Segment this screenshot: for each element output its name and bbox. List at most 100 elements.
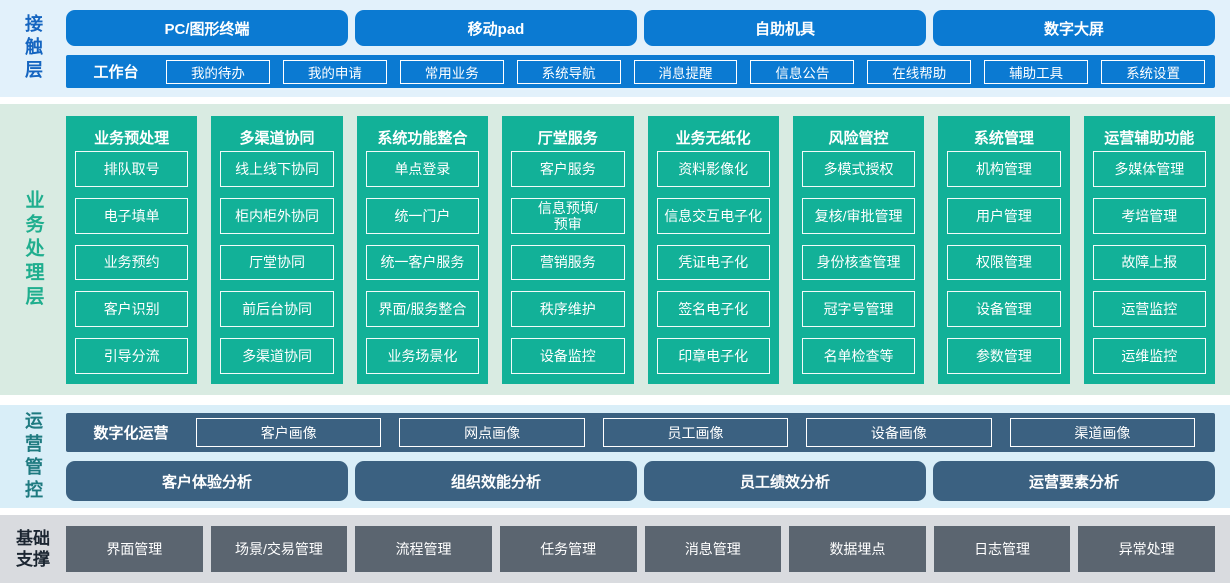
operations-layer-content: 数字化运营 客户画像 网点画像 员工画像 设备画像 渠道画像 客户体验分析 组织… bbox=[66, 405, 1230, 508]
workbench-item: 系统设置 bbox=[1101, 59, 1206, 84]
column-items: 资料影像化 信息交互电子化 凭证电子化 签名电子化 印章电子化 bbox=[656, 151, 770, 374]
column-title: 系统管理 bbox=[973, 129, 1034, 147]
foundation-item: 流程管理 bbox=[355, 526, 492, 572]
column-title: 厅堂服务 bbox=[537, 129, 598, 147]
column-item: 运营监控 bbox=[1092, 291, 1206, 328]
column-item: 凭证电子化 bbox=[656, 244, 770, 281]
column-title: 业务无纸化 bbox=[675, 129, 751, 147]
analysis-box: 客户体验分析 bbox=[66, 461, 348, 501]
column-item: 柜内柜外协同 bbox=[220, 197, 334, 234]
column-item: 名单检查等 bbox=[801, 338, 916, 374]
workbench-item: 在线帮助 bbox=[867, 59, 972, 84]
column-item: 统一客户服务 bbox=[365, 244, 480, 281]
column-item: 排队取号 bbox=[75, 151, 189, 187]
foundation-row: 界面管理 场景/交易管理 流程管理 任务管理 消息管理 数据埋点 日志管理 异常… bbox=[66, 526, 1215, 572]
column-item: 信息预填/ 预审 bbox=[511, 197, 625, 234]
column-item: 线上线下协同 bbox=[220, 151, 334, 187]
digital-operations-label: 数字化运营 bbox=[93, 425, 169, 442]
operations-layer-gutter: 运营管控 bbox=[0, 405, 66, 508]
column-item: 电子填单 bbox=[75, 197, 189, 234]
column-title: 多渠道协同 bbox=[239, 129, 315, 147]
column-item: 参数管理 bbox=[947, 338, 1061, 374]
column-item: 单点登录 bbox=[365, 151, 480, 187]
column-item: 业务场景化 bbox=[365, 338, 480, 374]
column-operation-auxiliary: 运营辅助功能 多媒体管理 考培管理 故障上报 运营监控 运维监控 bbox=[1083, 116, 1215, 384]
workbench-item: 我的申请 bbox=[282, 59, 387, 84]
column-title: 系统功能整合 bbox=[377, 129, 468, 147]
portrait-item: 设备画像 bbox=[806, 418, 992, 447]
column-system-management: 系统管理 机构管理 用户管理 权限管理 设备管理 参数管理 bbox=[938, 116, 1070, 384]
foundation-item: 界面管理 bbox=[66, 526, 203, 572]
column-item: 故障上报 bbox=[1092, 244, 1206, 281]
business-layer-band: 业务处理层 业务预处理 排队取号 电子填单 业务预约 客户识别 引导分流 多渠道… bbox=[0, 104, 1230, 395]
column-items: 单点登录 统一门户 统一客户服务 界面/服务整合 业务场景化 bbox=[365, 151, 480, 374]
portrait-item: 渠道画像 bbox=[1009, 418, 1196, 447]
column-paperless-business: 业务无纸化 资料影像化 信息交互电子化 凭证电子化 签名电子化 印章电子化 bbox=[647, 116, 779, 384]
workbench-item: 辅助工具 bbox=[984, 59, 1089, 84]
terminal-row: PC/图形终端 移动pad 自助机具 数字大屏 bbox=[66, 10, 1215, 46]
operations-layer-band: 运营管控 数字化运营 客户画像 网点画像 员工画像 设备画像 渠道画像 客户体验… bbox=[0, 405, 1230, 508]
column-item: 营销服务 bbox=[511, 244, 625, 281]
column-item: 设备管理 bbox=[947, 291, 1061, 328]
column-item: 资料影像化 bbox=[656, 151, 770, 187]
column-item: 身份核查管理 bbox=[801, 244, 916, 281]
digital-operations-bar: 数字化运营 客户画像 网点画像 员工画像 设备画像 渠道画像 bbox=[66, 413, 1215, 452]
column-items: 机构管理 用户管理 权限管理 设备管理 参数管理 bbox=[947, 151, 1061, 374]
contact-layer-band: 接触层 PC/图形终端 移动pad 自助机具 数字大屏 工作台 我的待办 我的申… bbox=[0, 0, 1230, 97]
column-item: 用户管理 bbox=[947, 197, 1061, 234]
column-item: 界面/服务整合 bbox=[365, 291, 480, 328]
workbench-label: 工作台 bbox=[93, 64, 139, 81]
business-layer-label: 业务处理层 bbox=[22, 189, 44, 310]
column-item: 运维监控 bbox=[1092, 338, 1206, 374]
column-item: 冠字号管理 bbox=[801, 291, 916, 328]
portrait-item: 客户画像 bbox=[196, 418, 382, 447]
column-business-preprocessing: 业务预处理 排队取号 电子填单 业务预约 客户识别 引导分流 bbox=[66, 116, 198, 384]
foundation-item: 异常处理 bbox=[1078, 526, 1215, 572]
column-item: 厅堂协同 bbox=[220, 244, 334, 281]
column-item: 权限管理 bbox=[947, 244, 1061, 281]
column-item: 印章电子化 bbox=[656, 338, 770, 374]
terminal-pc: PC/图形终端 bbox=[66, 10, 348, 46]
column-item: 客户服务 bbox=[511, 151, 625, 187]
workbench-item: 信息公告 bbox=[750, 59, 855, 84]
column-system-integration: 系统功能整合 单点登录 统一门户 统一客户服务 界面/服务整合 业务场景化 bbox=[356, 116, 489, 384]
column-item: 考培管理 bbox=[1092, 197, 1206, 234]
terminal-self-service: 自助机具 bbox=[644, 10, 926, 46]
terminal-mobile-pad: 移动pad bbox=[355, 10, 637, 46]
contact-layer-content: PC/图形终端 移动pad 自助机具 数字大屏 工作台 我的待办 我的申请 常用… bbox=[66, 0, 1230, 97]
column-items: 线上线下协同 柜内柜外协同 厅堂协同 前后台协同 多渠道协同 bbox=[220, 151, 334, 374]
contact-layer-label: 接触层 bbox=[23, 14, 43, 83]
foundation-layer-label: 基础 支撑 bbox=[16, 528, 50, 569]
column-item: 机构管理 bbox=[947, 151, 1061, 187]
foundation-layer-gutter: 基础 支撑 bbox=[0, 515, 66, 583]
column-item: 客户识别 bbox=[75, 291, 189, 328]
column-item: 引导分流 bbox=[75, 338, 189, 374]
terminal-digital-screen: 数字大屏 bbox=[933, 10, 1215, 46]
column-items: 客户服务 信息预填/ 预审 营销服务 秩序维护 设备监控 bbox=[511, 151, 625, 374]
column-item: 多媒体管理 bbox=[1092, 151, 1206, 187]
column-item: 业务预约 bbox=[75, 244, 189, 281]
workbench-item: 消息提醒 bbox=[633, 59, 738, 84]
workbench-bar: 工作台 我的待办 我的申请 常用业务 系统导航 消息提醒 信息公告 在线帮助 辅… bbox=[66, 55, 1215, 88]
portrait-item: 员工画像 bbox=[602, 418, 789, 447]
column-item: 秩序维护 bbox=[511, 291, 625, 328]
column-item: 多模式授权 bbox=[801, 151, 916, 187]
foundation-item: 消息管理 bbox=[644, 526, 782, 572]
foundation-item: 任务管理 bbox=[499, 526, 637, 572]
column-item: 多渠道协同 bbox=[220, 338, 334, 374]
analysis-box: 员工绩效分析 bbox=[644, 461, 926, 501]
foundation-item: 日志管理 bbox=[933, 526, 1071, 572]
column-item: 前后台协同 bbox=[220, 291, 334, 328]
foundation-layer-band: 基础 支撑 界面管理 场景/交易管理 流程管理 任务管理 消息管理 数据埋点 日… bbox=[0, 515, 1230, 583]
foundation-layer-content: 界面管理 场景/交易管理 流程管理 任务管理 消息管理 数据埋点 日志管理 异常… bbox=[66, 515, 1230, 583]
column-title: 风险管控 bbox=[828, 129, 889, 147]
analysis-box: 运营要素分析 bbox=[933, 461, 1215, 501]
column-items: 多模式授权 复核/审批管理 身份核查管理 冠字号管理 名单检查等 bbox=[801, 151, 916, 374]
column-item: 签名电子化 bbox=[656, 291, 770, 328]
workbench-item: 我的待办 bbox=[166, 59, 270, 84]
column-items: 排队取号 电子填单 业务预约 客户识别 引导分流 bbox=[75, 151, 189, 374]
workbench-item: 系统导航 bbox=[516, 59, 621, 84]
business-layer-gutter: 业务处理层 bbox=[0, 104, 66, 395]
column-item: 设备监控 bbox=[511, 338, 625, 374]
column-title: 运营辅助功能 bbox=[1104, 129, 1195, 147]
